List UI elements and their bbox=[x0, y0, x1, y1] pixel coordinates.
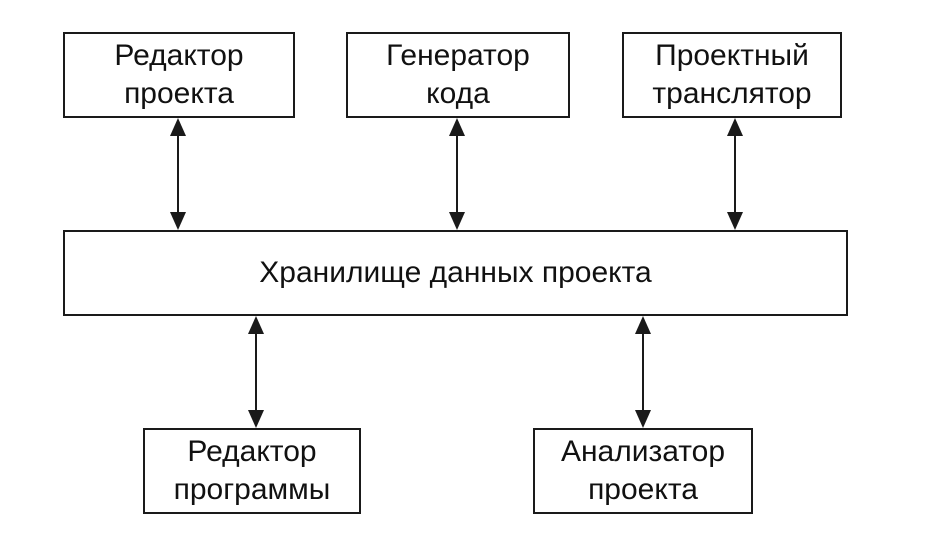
program-editor-label-line1: Редактор bbox=[187, 435, 317, 468]
project-editor-label: Редактор проекта bbox=[114, 37, 243, 113]
project-analyzer-box: Анализатор проекта bbox=[533, 428, 753, 514]
project-editor-label-line1: Редактор bbox=[114, 39, 244, 72]
arrowhead-down bbox=[248, 410, 264, 428]
code-generator-label-line1: Генератор bbox=[386, 39, 530, 72]
program-editor-label: Редактор программы bbox=[174, 433, 331, 509]
arrowhead-up bbox=[727, 118, 743, 136]
arrow-project-translator-repository bbox=[727, 118, 743, 230]
arrowhead-up bbox=[635, 316, 651, 334]
program-editor-box: Редактор программы bbox=[143, 428, 361, 514]
project-data-repository-label: Хранилище данных проекта bbox=[259, 256, 652, 289]
project-data-repository-box: Хранилище данных проекта bbox=[63, 230, 848, 316]
project-editor-box: Редактор проекта bbox=[63, 32, 295, 118]
arrowhead-down bbox=[635, 410, 651, 428]
project-translator-box: Проектный транслятор bbox=[622, 32, 842, 118]
arrowhead-up bbox=[248, 316, 264, 334]
arrow-repository-project-analyzer bbox=[635, 316, 651, 428]
project-analyzer-label-line2: проекта bbox=[588, 473, 698, 506]
code-generator-label-line2: кода bbox=[426, 77, 490, 110]
arrowhead-up bbox=[170, 118, 186, 136]
arrowhead-down bbox=[170, 212, 186, 230]
project-analyzer-label-line1: Анализатор bbox=[560, 435, 726, 468]
project-editor-label-line2: проекта bbox=[124, 77, 234, 110]
project-translator-label-line1: Проектный bbox=[655, 39, 809, 72]
code-generator-label: Генератор кода bbox=[386, 37, 530, 113]
code-generator-box: Генератор кода bbox=[346, 32, 570, 118]
program-editor-label-line2: программы bbox=[173, 473, 331, 506]
arrow-code-generator-repository bbox=[449, 118, 465, 230]
project-analyzer-label: Анализатор проекта bbox=[561, 433, 725, 509]
arrowhead-down bbox=[727, 212, 743, 230]
project-translator-label-line2: транслятор bbox=[652, 77, 812, 110]
arrow-repository-program-editor bbox=[248, 316, 264, 428]
arrowhead-down bbox=[449, 212, 465, 230]
project-translator-label: Проектный транслятор bbox=[652, 37, 811, 113]
arrowhead-up bbox=[449, 118, 465, 136]
arrow-project-editor-repository bbox=[170, 118, 186, 230]
